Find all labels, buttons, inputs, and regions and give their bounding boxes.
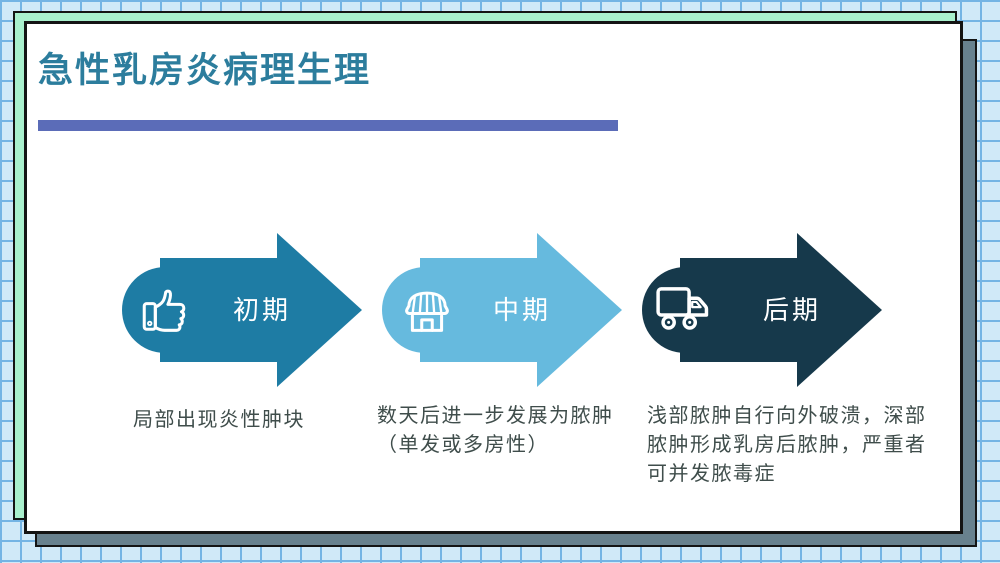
stage-late: 后期 [642,233,882,387]
stage-early: 初期 [122,233,362,387]
stage-label-late: 后期 [762,295,821,325]
truck-icon [656,287,709,330]
arrow-shape-middle [382,233,622,387]
thumbs-up-icon [142,289,186,332]
title-underline-bar [38,120,618,131]
stage-middle: 中期 [382,233,622,387]
store-icon [405,291,449,332]
stage-description-late: 浅部脓肿自行向外破溃，深部脓肿形成乳房后脓肿，严重者可并发脓毒症 [647,405,927,485]
stage-description-early: 局部出现炎性肿块 [133,409,305,431]
stage-label-middle: 中期 [492,295,551,325]
stage-description-middle: 数天后进一步发展为脓肿（单发或多房性） [377,405,614,456]
page-title: 急性乳房炎病理生理 [38,51,372,90]
stage-label-early: 初期 [232,295,291,325]
arrow-shape-early [122,233,362,387]
